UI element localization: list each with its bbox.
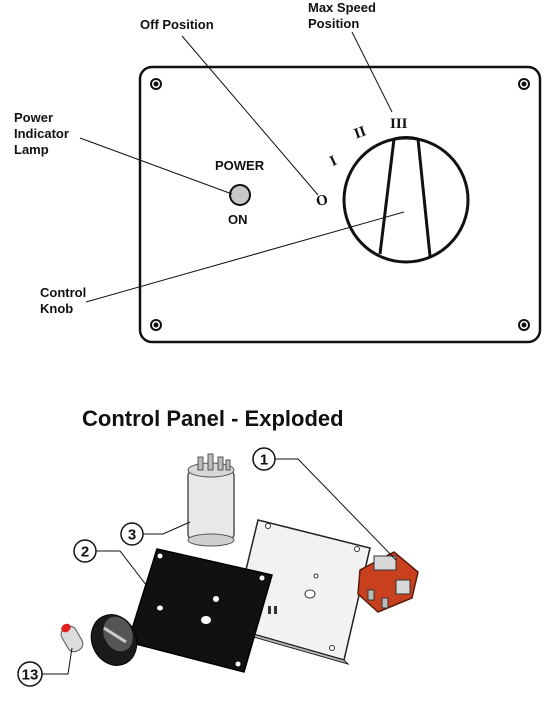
speed-mark-off: O bbox=[315, 192, 329, 210]
leader-off-position bbox=[181, 35, 319, 196]
front-panel-black bbox=[127, 548, 273, 673]
callout-3: 3 bbox=[120, 522, 144, 546]
capacitor bbox=[187, 453, 235, 547]
speed-mark-2: II bbox=[352, 123, 369, 142]
label-max-speed-line1: Max Speed bbox=[308, 0, 376, 15]
callout-1: 1 bbox=[252, 447, 276, 471]
on-text: ON bbox=[228, 212, 248, 227]
screw-hole-bottom-right bbox=[518, 319, 530, 331]
callout-13-text: 13 bbox=[22, 667, 39, 684]
label-power-indicator-line3: Lamp bbox=[14, 142, 49, 157]
speed-mark-3: III bbox=[390, 116, 408, 132]
leader-max-speed bbox=[351, 31, 393, 113]
indicator-lamp-part bbox=[60, 623, 84, 653]
leader-lines-bottom bbox=[42, 458, 397, 675]
callout-13: 13 bbox=[17, 661, 43, 687]
label-power-indicator-line2: Indicator bbox=[14, 126, 69, 141]
leader-callout-13 bbox=[42, 647, 73, 675]
label-control-knob-line1: Control bbox=[40, 285, 86, 300]
power-indicator-lamp bbox=[229, 184, 251, 206]
leader-callout-1 bbox=[275, 458, 397, 561]
label-power-indicator-line1: Power bbox=[14, 110, 53, 125]
exploded-title: Control Panel - Exploded bbox=[82, 406, 344, 431]
callout-2: 2 bbox=[73, 539, 97, 563]
label-max-speed-line2: Position bbox=[308, 16, 359, 31]
screw-hole-bottom-left bbox=[150, 319, 162, 331]
control-knob bbox=[342, 136, 470, 264]
label-control-knob-line2: Knob bbox=[40, 301, 73, 316]
screw-hole-top-right bbox=[518, 78, 530, 90]
leader-control-knob bbox=[85, 211, 405, 303]
screw-holes bbox=[150, 78, 530, 331]
exploded-view: Control Panel - Exploded bbox=[17, 406, 419, 687]
leader-callout-2 bbox=[96, 550, 151, 591]
label-off-position: Off Position bbox=[140, 17, 214, 32]
leader-callout-3 bbox=[143, 521, 191, 535]
callout-2-text: 2 bbox=[81, 544, 89, 561]
exploded-knob bbox=[90, 614, 138, 666]
screw-hole-top-left bbox=[150, 78, 162, 90]
control-panel-front: POWER ON O I II III Off Position Max Spe… bbox=[14, 0, 542, 344]
leader-lines-top bbox=[79, 31, 405, 303]
power-text: POWER bbox=[215, 158, 265, 173]
callout-1-text: 1 bbox=[260, 452, 268, 469]
callout-3-text: 3 bbox=[128, 527, 136, 544]
rotary-switch bbox=[357, 551, 419, 613]
leader-power-lamp bbox=[79, 137, 233, 195]
panel-outline bbox=[138, 65, 542, 344]
